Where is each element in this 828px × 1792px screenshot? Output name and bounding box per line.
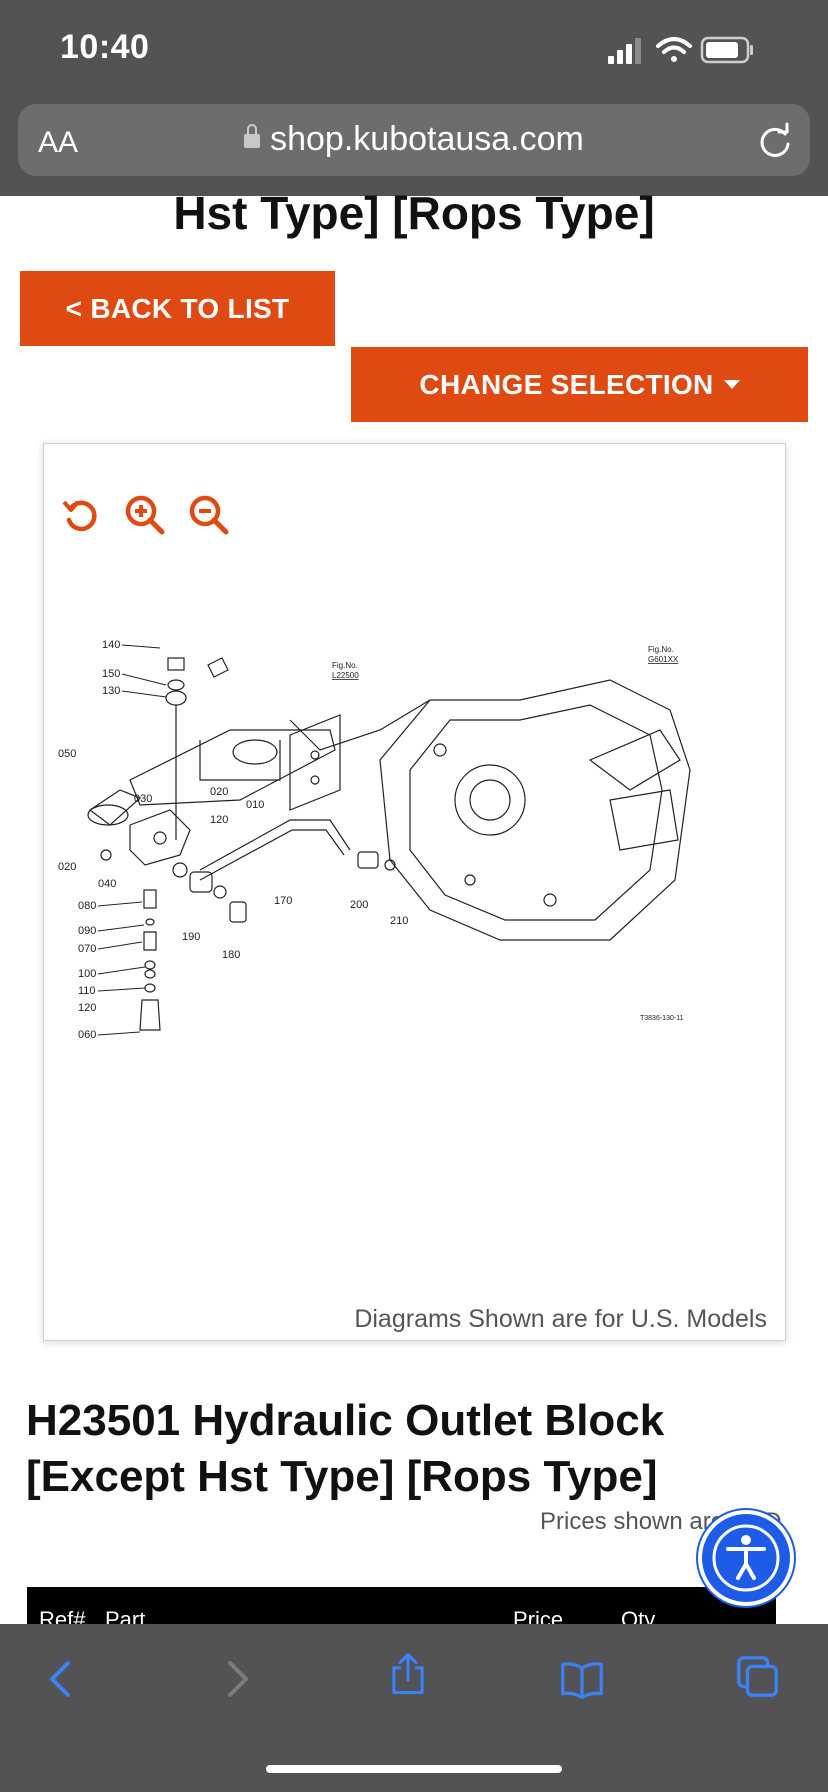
svg-text:120: 120 [78, 1002, 96, 1014]
svg-text:020: 020 [210, 786, 228, 798]
svg-text:Fig.No.: Fig.No. [648, 645, 674, 654]
svg-text:170: 170 [274, 895, 292, 907]
svg-text:190: 190 [182, 931, 200, 943]
svg-text:080: 080 [78, 900, 96, 912]
svg-text:110: 110 [78, 985, 96, 997]
zoom-out-icon[interactable] [188, 494, 230, 536]
share-icon[interactable] [386, 1652, 430, 1696]
svg-text:050: 050 [58, 748, 76, 760]
svg-text:150: 150 [102, 668, 120, 680]
zoom-in-icon[interactable] [124, 494, 166, 536]
tabs-icon[interactable] [736, 1655, 780, 1699]
page-title: Hst Type] [Rops Type] [173, 187, 655, 239]
back-to-list-label: < BACK TO LIST [65, 292, 290, 324]
svg-text:010: 010 [246, 799, 264, 811]
url-display[interactable]: shop.kubotausa.com [0, 120, 828, 159]
battery-icon [700, 36, 753, 64]
svg-text:T3836-130-11: T3836-130-11 [640, 1015, 684, 1022]
browser-bottom-bar [0, 1624, 828, 1792]
col-price: Price [513, 1607, 564, 1627]
svg-text:120: 120 [210, 814, 228, 826]
caret-down-icon [723, 380, 740, 389]
accessibility-icon [712, 1524, 780, 1592]
change-selection-label: CHANGE SELECTION [419, 368, 714, 400]
reset-icon[interactable] [60, 494, 102, 536]
accessibility-button[interactable] [698, 1510, 794, 1606]
svg-text:090: 090 [78, 925, 96, 937]
back-to-list-button[interactable]: < BACK TO LIST [20, 271, 335, 346]
svg-text:180: 180 [222, 949, 240, 961]
cellular-signal-icon [608, 38, 641, 64]
svg-text:200: 200 [350, 899, 368, 911]
svg-text:030: 030 [134, 793, 152, 805]
svg-text:100: 100 [78, 968, 96, 980]
status-icons [608, 36, 753, 64]
lock-icon [244, 124, 261, 148]
col-qty: Qty [621, 1607, 656, 1627]
diagram-disclaimer: Diagrams Shown are for U.S. Models [354, 1305, 767, 1333]
back-arrow-icon[interactable] [40, 1657, 84, 1701]
col-part: Part [105, 1607, 146, 1627]
reload-icon[interactable] [755, 122, 795, 162]
forward-arrow-icon[interactable] [214, 1657, 258, 1701]
address-bar[interactable] [18, 104, 810, 176]
svg-text:070: 070 [78, 943, 96, 955]
hydraulic-outlet-block-diagram: 140 150 130 050 030 020 040 020 120 010 … [58, 640, 691, 1041]
status-time: 10:40 [60, 28, 150, 66]
home-indicator[interactable] [266, 1765, 562, 1773]
svg-text:040: 040 [98, 878, 116, 890]
parts-table-header: Ref# Part Price Qty [27, 1587, 776, 1627]
col-ref: Ref# [39, 1607, 86, 1627]
svg-text:060: 060 [78, 1029, 96, 1041]
text-size-label: AA [38, 126, 79, 159]
change-selection-button[interactable]: CHANGE SELECTION [351, 347, 808, 422]
bookmarks-icon[interactable] [560, 1657, 604, 1701]
svg-text:130: 130 [102, 685, 120, 697]
text-size-button[interactable]: AA [38, 126, 78, 160]
svg-text:020: 020 [58, 861, 76, 873]
wifi-icon [656, 37, 692, 62]
svg-text:Fig.No.: Fig.No. [332, 661, 358, 670]
assembly-title: H23501 Hydraulic Outlet Block [Except Hs… [26, 1396, 665, 1501]
url-text: shop.kubotausa.com [270, 120, 584, 158]
svg-text:140: 140 [102, 640, 120, 651]
svg-text:G601XX: G601XX [648, 655, 679, 664]
svg-text:210: 210 [390, 915, 408, 927]
svg-text:L22500: L22500 [332, 671, 359, 680]
